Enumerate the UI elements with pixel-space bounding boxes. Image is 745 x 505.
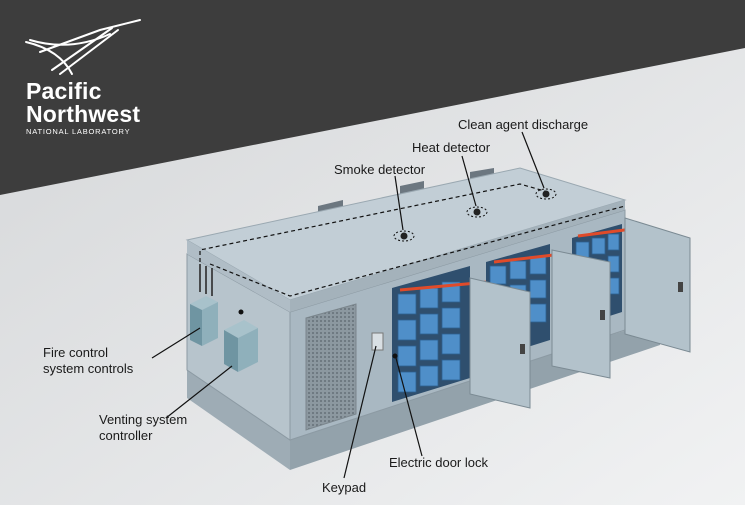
vent-port-marker	[238, 309, 244, 315]
heat-detector-marker	[466, 206, 488, 218]
keypad-panel	[371, 332, 384, 351]
open-door-1	[469, 277, 531, 409]
clean-agent-discharge-marker	[535, 188, 557, 200]
conduit-line-top	[199, 183, 549, 262]
open-door-2	[551, 249, 611, 379]
label-electric-door-lock: Electric door lock	[389, 455, 488, 470]
door-lock-marker	[392, 353, 398, 359]
label-keypad: Keypad	[322, 480, 367, 495]
open-door-3	[624, 217, 691, 353]
label-venting-line2: controller	[99, 428, 153, 443]
leader-lines	[151, 131, 545, 479]
conduit-line-front	[209, 205, 626, 297]
battery-bay-1	[392, 266, 489, 402]
venting-controller-box	[224, 320, 258, 372]
logo-text-northwest: Northwest	[26, 101, 141, 127]
label-fire-control: Fire control system controls	[43, 345, 133, 377]
label-venting-controller: Venting system controller	[99, 412, 187, 444]
door-handle	[678, 282, 683, 292]
header-banner	[0, 0, 745, 195]
vent-grille	[305, 303, 357, 431]
smoke-detector-marker	[393, 230, 415, 242]
conduit-drops	[199, 264, 213, 296]
label-clean-agent-discharge: Clean agent discharge	[458, 117, 589, 132]
heater-bar	[493, 252, 563, 264]
fire-control-box	[190, 296, 218, 346]
pnnl-logo-mark	[25, 19, 141, 75]
label-smoke-detector: Smoke detector	[334, 162, 426, 177]
logo-text-pacific: Pacific	[26, 78, 102, 104]
door-handle	[520, 344, 525, 354]
door-handle	[600, 310, 605, 320]
label-fire-control-line2: system controls	[43, 361, 134, 376]
label-venting-line1: Venting system	[99, 412, 188, 427]
label-heat-detector: Heat detector	[412, 140, 491, 155]
label-fire-control-line1: Fire control	[43, 345, 109, 360]
logo-text-national-laboratory: NATIONAL LABORATORY	[26, 127, 131, 136]
